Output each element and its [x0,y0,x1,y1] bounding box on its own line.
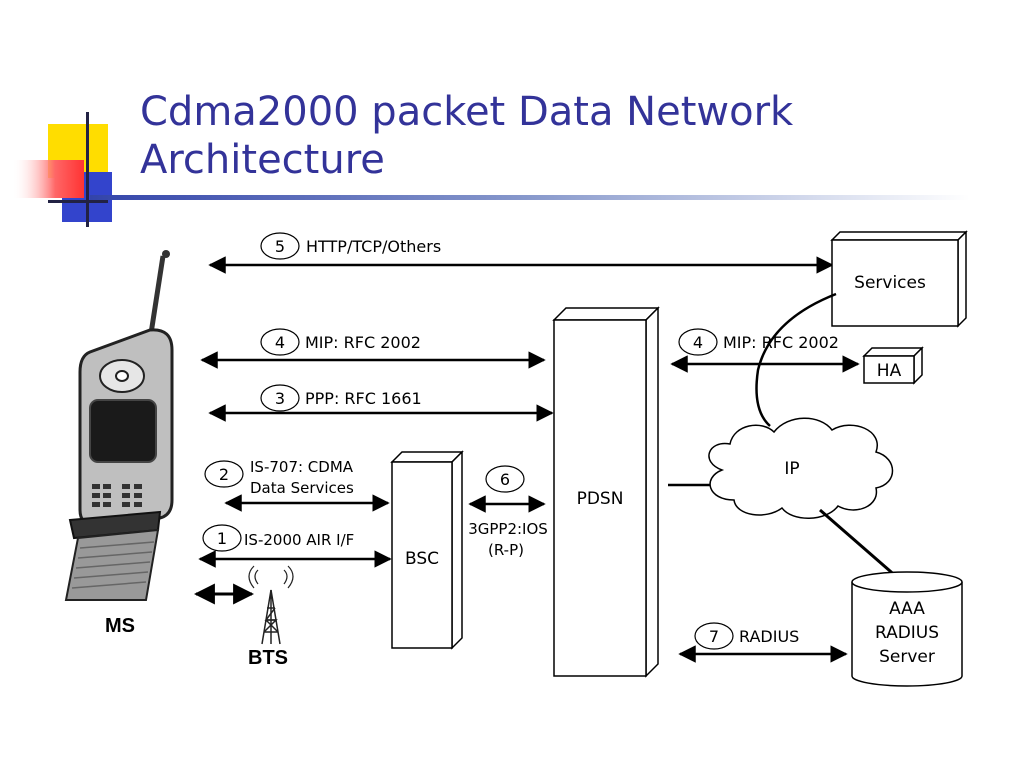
services-box [830,230,968,328]
arrow-7-label: RADIUS [739,627,799,646]
deco-red-square [12,160,84,198]
arrow-5-label: HTTP/TCP/Others [306,237,441,256]
ip-cloud [708,417,894,519]
pdsn-label: PDSN [577,489,624,509]
ha-box [862,346,924,385]
arrow-6-label-line-1: 3GPP2:IOS [468,520,548,538]
services-label: Services [854,273,926,293]
page-title: Cdma2000 packet Data Network Architectur… [140,88,793,184]
deco-vertical-line [86,112,89,227]
arrow-2-number-badge [204,460,244,488]
arrow-1-number: 1 [217,529,227,548]
bsc-label: BSC [405,549,439,569]
arrow-2-number: 2 [219,465,229,484]
arrow-3-number-badge [260,384,300,412]
arrow-6-label-line-2: (R-P) [488,541,524,559]
arrow-1-number-badge [202,524,242,552]
title-line-1: Cdma2000 packet Data Network [140,89,794,135]
arrow-4-left-number: 4 [275,333,285,352]
ip-label: IP [784,459,799,479]
title-line-2: Architecture [140,137,385,183]
bsc-box [390,450,464,650]
arrow-1-label: IS-2000 AIR I/F [244,531,354,549]
arrow-7-number: 7 [709,627,719,646]
arrow-5-number-badge [260,232,300,260]
deco-short-line [48,200,108,203]
ip-aaa-link [819,508,899,580]
arrow-4-left-number-badge [260,328,300,356]
arrow-7-number-badge [694,622,734,650]
arrow-4-right-label: MIP: RFC 2002 [723,333,839,352]
bts-tower-icon [248,565,294,645]
arrow-2-label-line-2: Data Services [250,479,354,497]
arrow-6-number: 6 [500,470,510,489]
bts-label: BTS [248,647,288,669]
ha-label: HA [877,361,902,381]
title-underline [90,195,970,200]
aaa-server-cylinder [851,571,963,687]
aaa-label-line-1: AAA [889,599,925,619]
services-ip-link [755,292,837,427]
arrow-6-number-badge [485,465,525,493]
arrow-4-right-number-badge [678,328,718,356]
pdsn-box [552,306,660,678]
arrow-3-number: 3 [275,389,285,408]
mobile-phone-icon [64,250,174,601]
arrow-5-number: 5 [275,237,285,256]
arrow-3-label: PPP: RFC 1661 [305,389,422,408]
ms-label: MS [105,615,135,637]
arrow-4-right-number: 4 [693,333,703,352]
arrow-4-left-label: MIP: RFC 2002 [305,333,421,352]
aaa-label-line-2: RADIUS [875,623,939,643]
aaa-label-line-3: Server [879,647,935,667]
slide-decoration [12,112,970,227]
arrow-2-label-line-1: IS-707: CDMA [250,458,354,476]
